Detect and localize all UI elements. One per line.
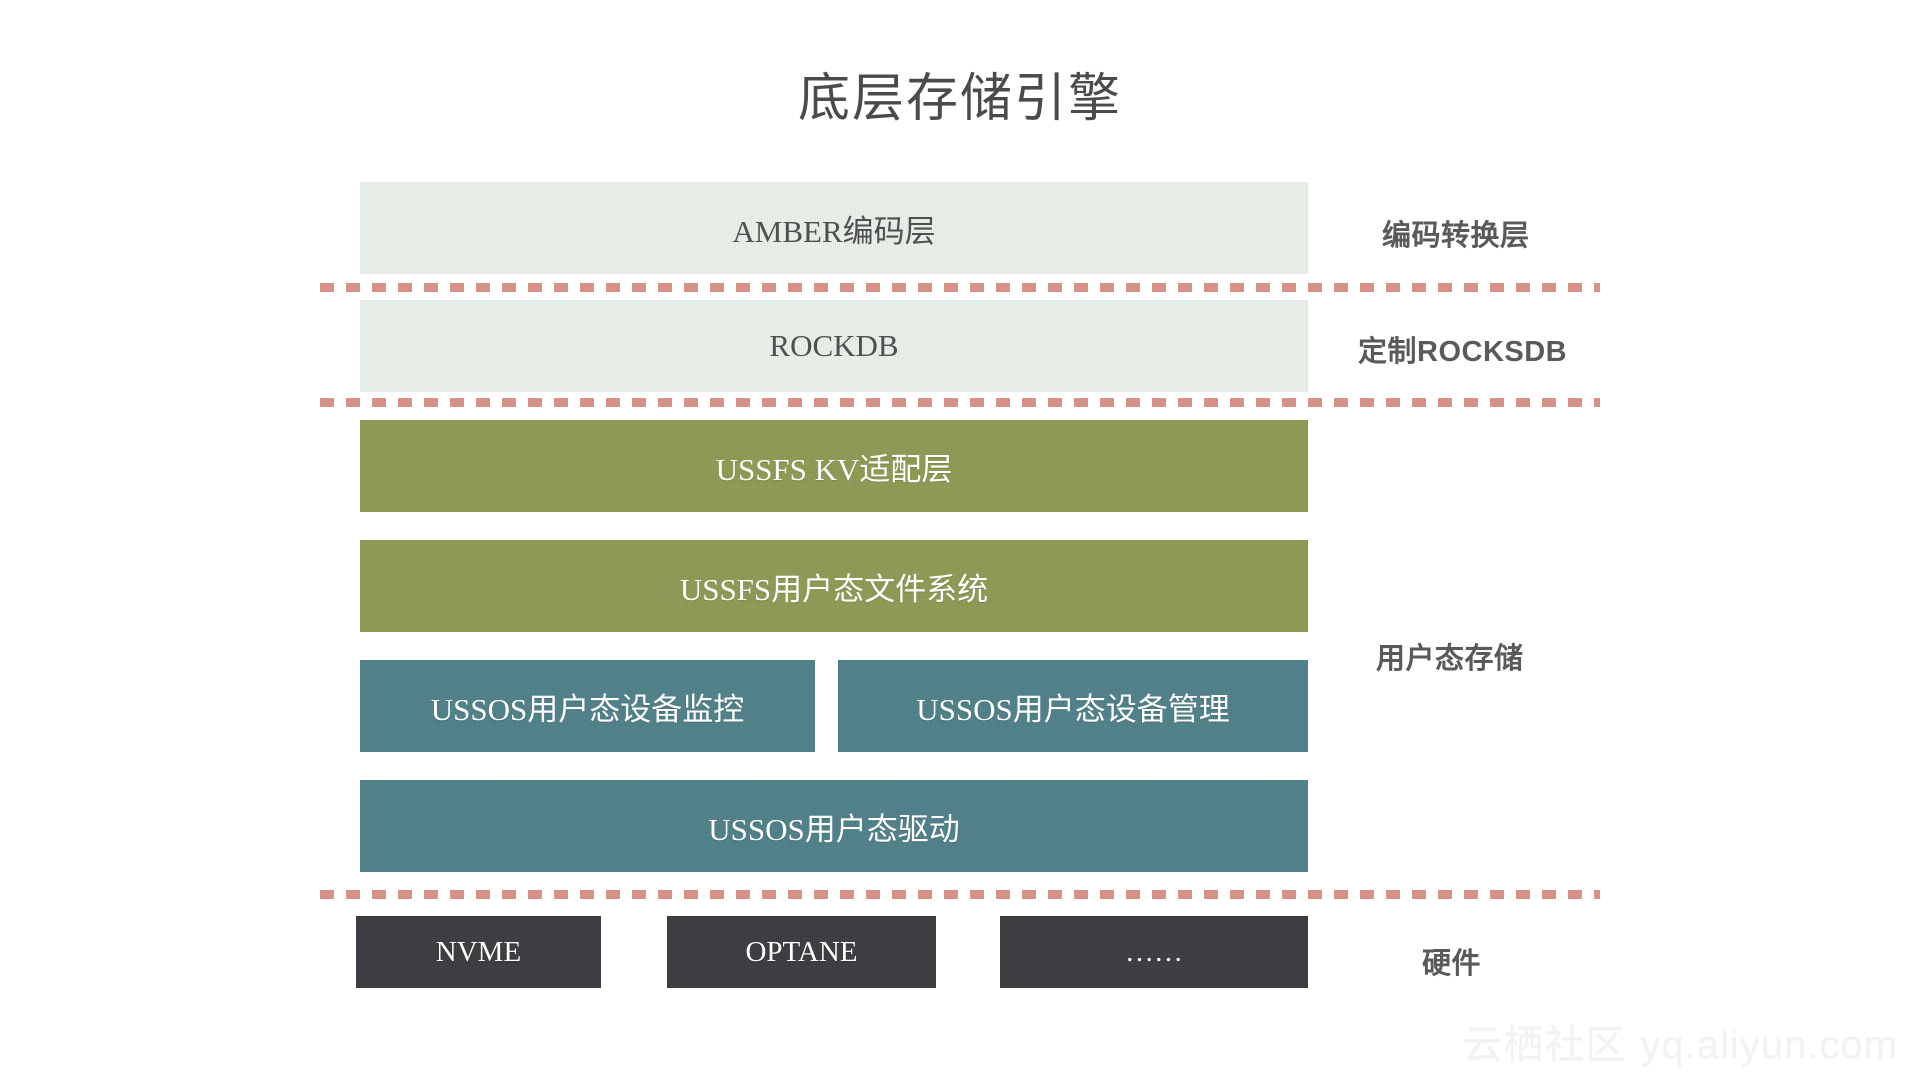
- side-label-userspace-storage: 用户态存储: [1376, 643, 1524, 675]
- hardware-box-optane[interactable]: OPTANE: [667, 916, 936, 988]
- layer-label: USSOS用户态设备管理: [916, 691, 1230, 727]
- layer-box-ussfs-userspace-filesystem[interactable]: USSFS用户态文件系统: [360, 540, 1308, 632]
- layer-box-rockdb[interactable]: ROCKDB: [360, 300, 1308, 392]
- divider-userspace-boundary: [320, 398, 1600, 407]
- layer-label: USSOS用户态驱动: [708, 811, 960, 847]
- divider-hardware-boundary: [320, 890, 1600, 899]
- side-label-encoding-conversion: 编码转换层: [1382, 220, 1530, 252]
- layer-box-ussos-device-management[interactable]: USSOS用户态设备管理: [838, 660, 1308, 752]
- hardware-box-nvme[interactable]: NVME: [356, 916, 601, 988]
- layer-label: ROCKDB: [769, 328, 899, 363]
- layer-label: USSOS用户态设备监控: [430, 691, 745, 727]
- layer-box-ussos-device-monitor[interactable]: USSOS用户态设备监控: [360, 660, 815, 752]
- layer-label: USSFS用户态文件系统: [679, 571, 989, 607]
- watermark: 云栖社区 yq.aliyun.com: [1462, 1012, 1898, 1070]
- layer-box-ussos-userspace-driver[interactable]: USSOS用户态驱动: [360, 780, 1308, 872]
- layer-label: USSFS KV适配层: [715, 451, 953, 487]
- hardware-box-ellipsis[interactable]: ……: [1000, 916, 1308, 988]
- divider-encoding-boundary: [320, 283, 1600, 292]
- side-label-hardware: 硬件: [1422, 948, 1482, 980]
- side-label-custom-rocksdb: 定制ROCKSDB: [1358, 336, 1568, 368]
- hardware-label: NVME: [435, 935, 522, 968]
- hardware-label: ……: [1125, 935, 1183, 968]
- layer-box-ussfs-kv-adapter[interactable]: USSFS KV适配层: [360, 420, 1308, 512]
- hardware-label: OPTANE: [745, 935, 858, 968]
- watermark-community-name: 云栖社区: [1462, 1023, 1627, 1067]
- watermark-url: yq.aliyun.com: [1640, 1023, 1898, 1067]
- layer-box-amber-encoding[interactable]: AMBER编码层: [360, 182, 1308, 274]
- layer-label: AMBER编码层: [732, 213, 936, 249]
- page-title: 底层存储引擎: [797, 71, 1122, 128]
